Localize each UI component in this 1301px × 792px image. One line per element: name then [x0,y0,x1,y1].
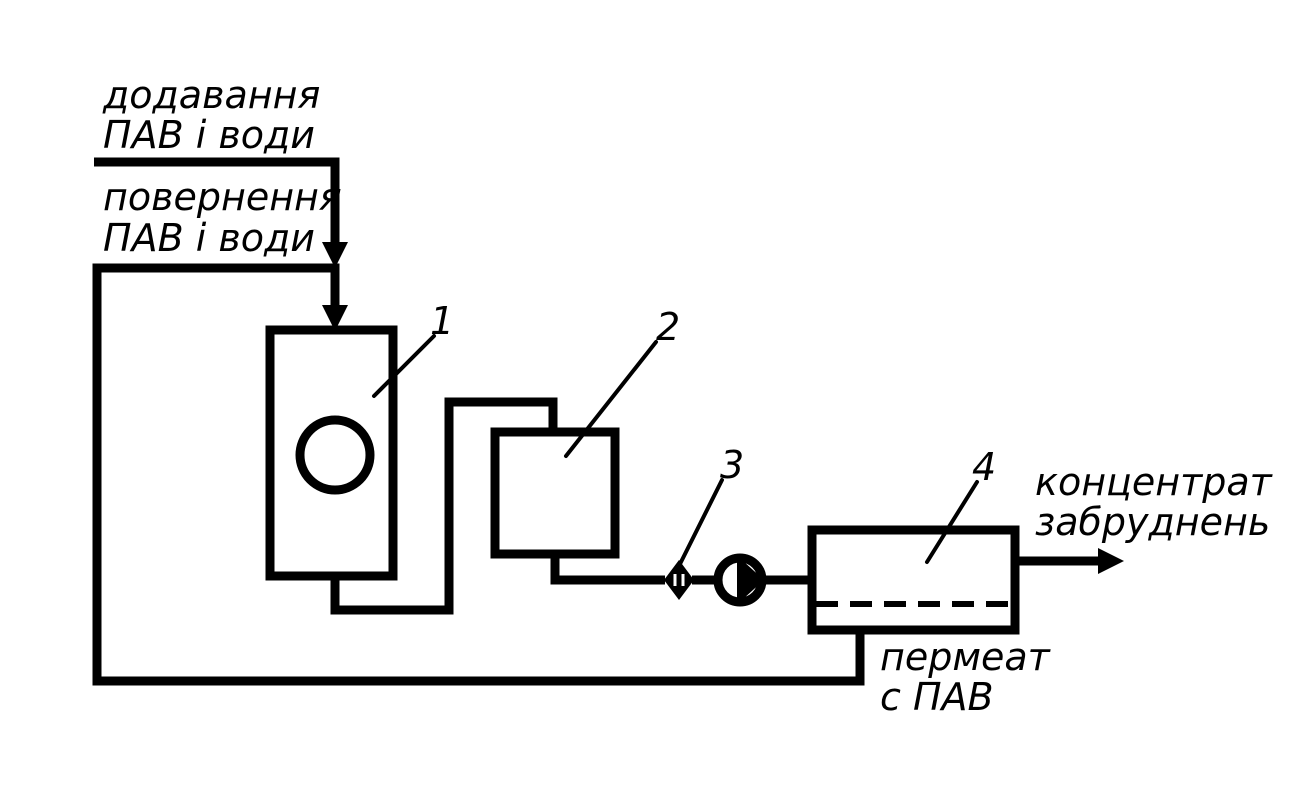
concentrate-arrow-icon [1098,548,1124,574]
permeate-label-line1: пермеат [880,635,1052,679]
inlet-label-line2: ПАВ і води [103,113,315,157]
component-4-module [807,525,1020,635]
pump-triangle-icon [742,560,764,600]
return-pipe [92,263,865,686]
component-1-vessel [265,325,398,581]
return-label-line1: повернення [103,175,342,219]
inlet-pipe [94,157,340,245]
component-1-number: 1 [430,299,454,343]
pipe-2-to-3 [550,554,665,585]
component-2-number: 2 [656,305,680,349]
component-2-box [490,427,620,559]
concentrate-label-line2: забруднень [1035,500,1270,544]
concentrate-label-line1: концентрат [1035,460,1274,504]
inlet-label-line1: додавання [102,73,320,117]
pipe-1-to-2 [330,397,558,615]
leader-1 [372,334,436,398]
inlet-arrow-icon [322,242,348,268]
leader-4 [925,480,979,564]
component-4-number: 4 [972,445,996,489]
component-3-valve-icon [664,560,694,600]
component-3-number: 3 [720,443,744,487]
return-arrow-icon [322,305,348,331]
leader-2 [564,340,658,458]
component-1-circle-icon [295,415,375,495]
permeate-label-line2: с ПАВ [880,675,994,719]
return-label-line2: ПАВ і води [103,216,315,260]
leader-3 [678,478,724,566]
